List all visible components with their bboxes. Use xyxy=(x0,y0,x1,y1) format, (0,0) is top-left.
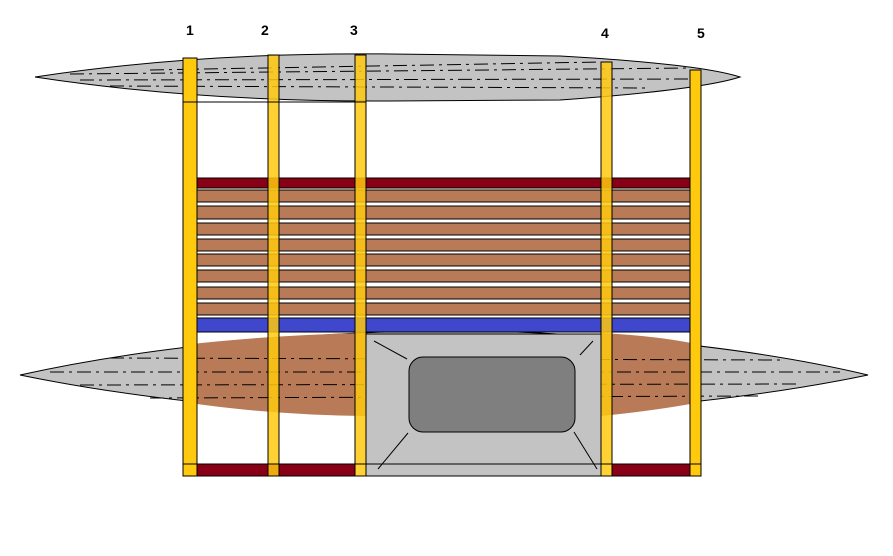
brown-slats xyxy=(196,189,691,316)
column-5 xyxy=(689,69,702,477)
grid-label-1: 1 xyxy=(186,22,194,38)
central-opening xyxy=(408,356,576,433)
blue-band xyxy=(182,317,702,333)
box-diagonals xyxy=(373,340,598,470)
grid-label-5: 5 xyxy=(697,25,705,41)
bottom-lens-brown-right xyxy=(601,333,701,416)
column-2 xyxy=(267,54,280,477)
grid-label-4: 4 xyxy=(601,25,609,41)
column-1 xyxy=(182,57,198,477)
grid-label-3: 3 xyxy=(350,22,358,38)
bottom-red-beam-right xyxy=(611,463,691,477)
top-lens-canopy xyxy=(34,53,742,102)
top-lens-hatch xyxy=(69,61,701,89)
grid-label-2: 2 xyxy=(261,22,269,38)
column-3 xyxy=(354,54,367,477)
column-base-lines xyxy=(183,101,701,465)
column-4 xyxy=(600,61,613,477)
